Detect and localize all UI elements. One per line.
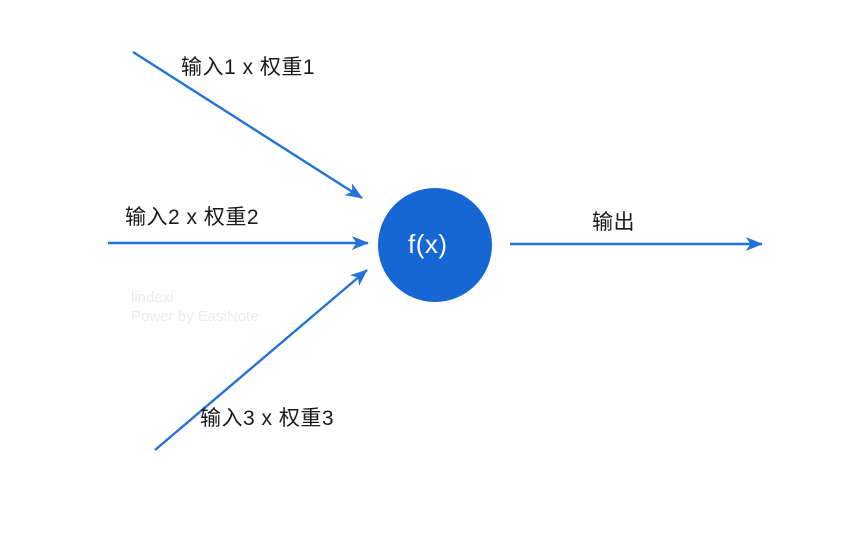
watermark-line-2: Power by EasiNote: [131, 308, 259, 325]
edge-label-input3: 输入3 x 权重3: [200, 407, 335, 430]
edge-arrow-input3: [154, 269, 368, 451]
watermark-line-1: lindexi: [131, 289, 174, 306]
edge-arrow-input1: [132, 50, 363, 200]
watermark: lindexi Power by EasiNote: [131, 288, 259, 326]
edge-label-input2: 输入2 x 权重2: [125, 206, 260, 229]
edge-label-input1: 输入1 x 权重1: [181, 56, 316, 79]
node-label: f(x): [408, 229, 448, 259]
activation-function-node: [378, 188, 492, 302]
edge-label-output: 输出: [592, 211, 635, 234]
